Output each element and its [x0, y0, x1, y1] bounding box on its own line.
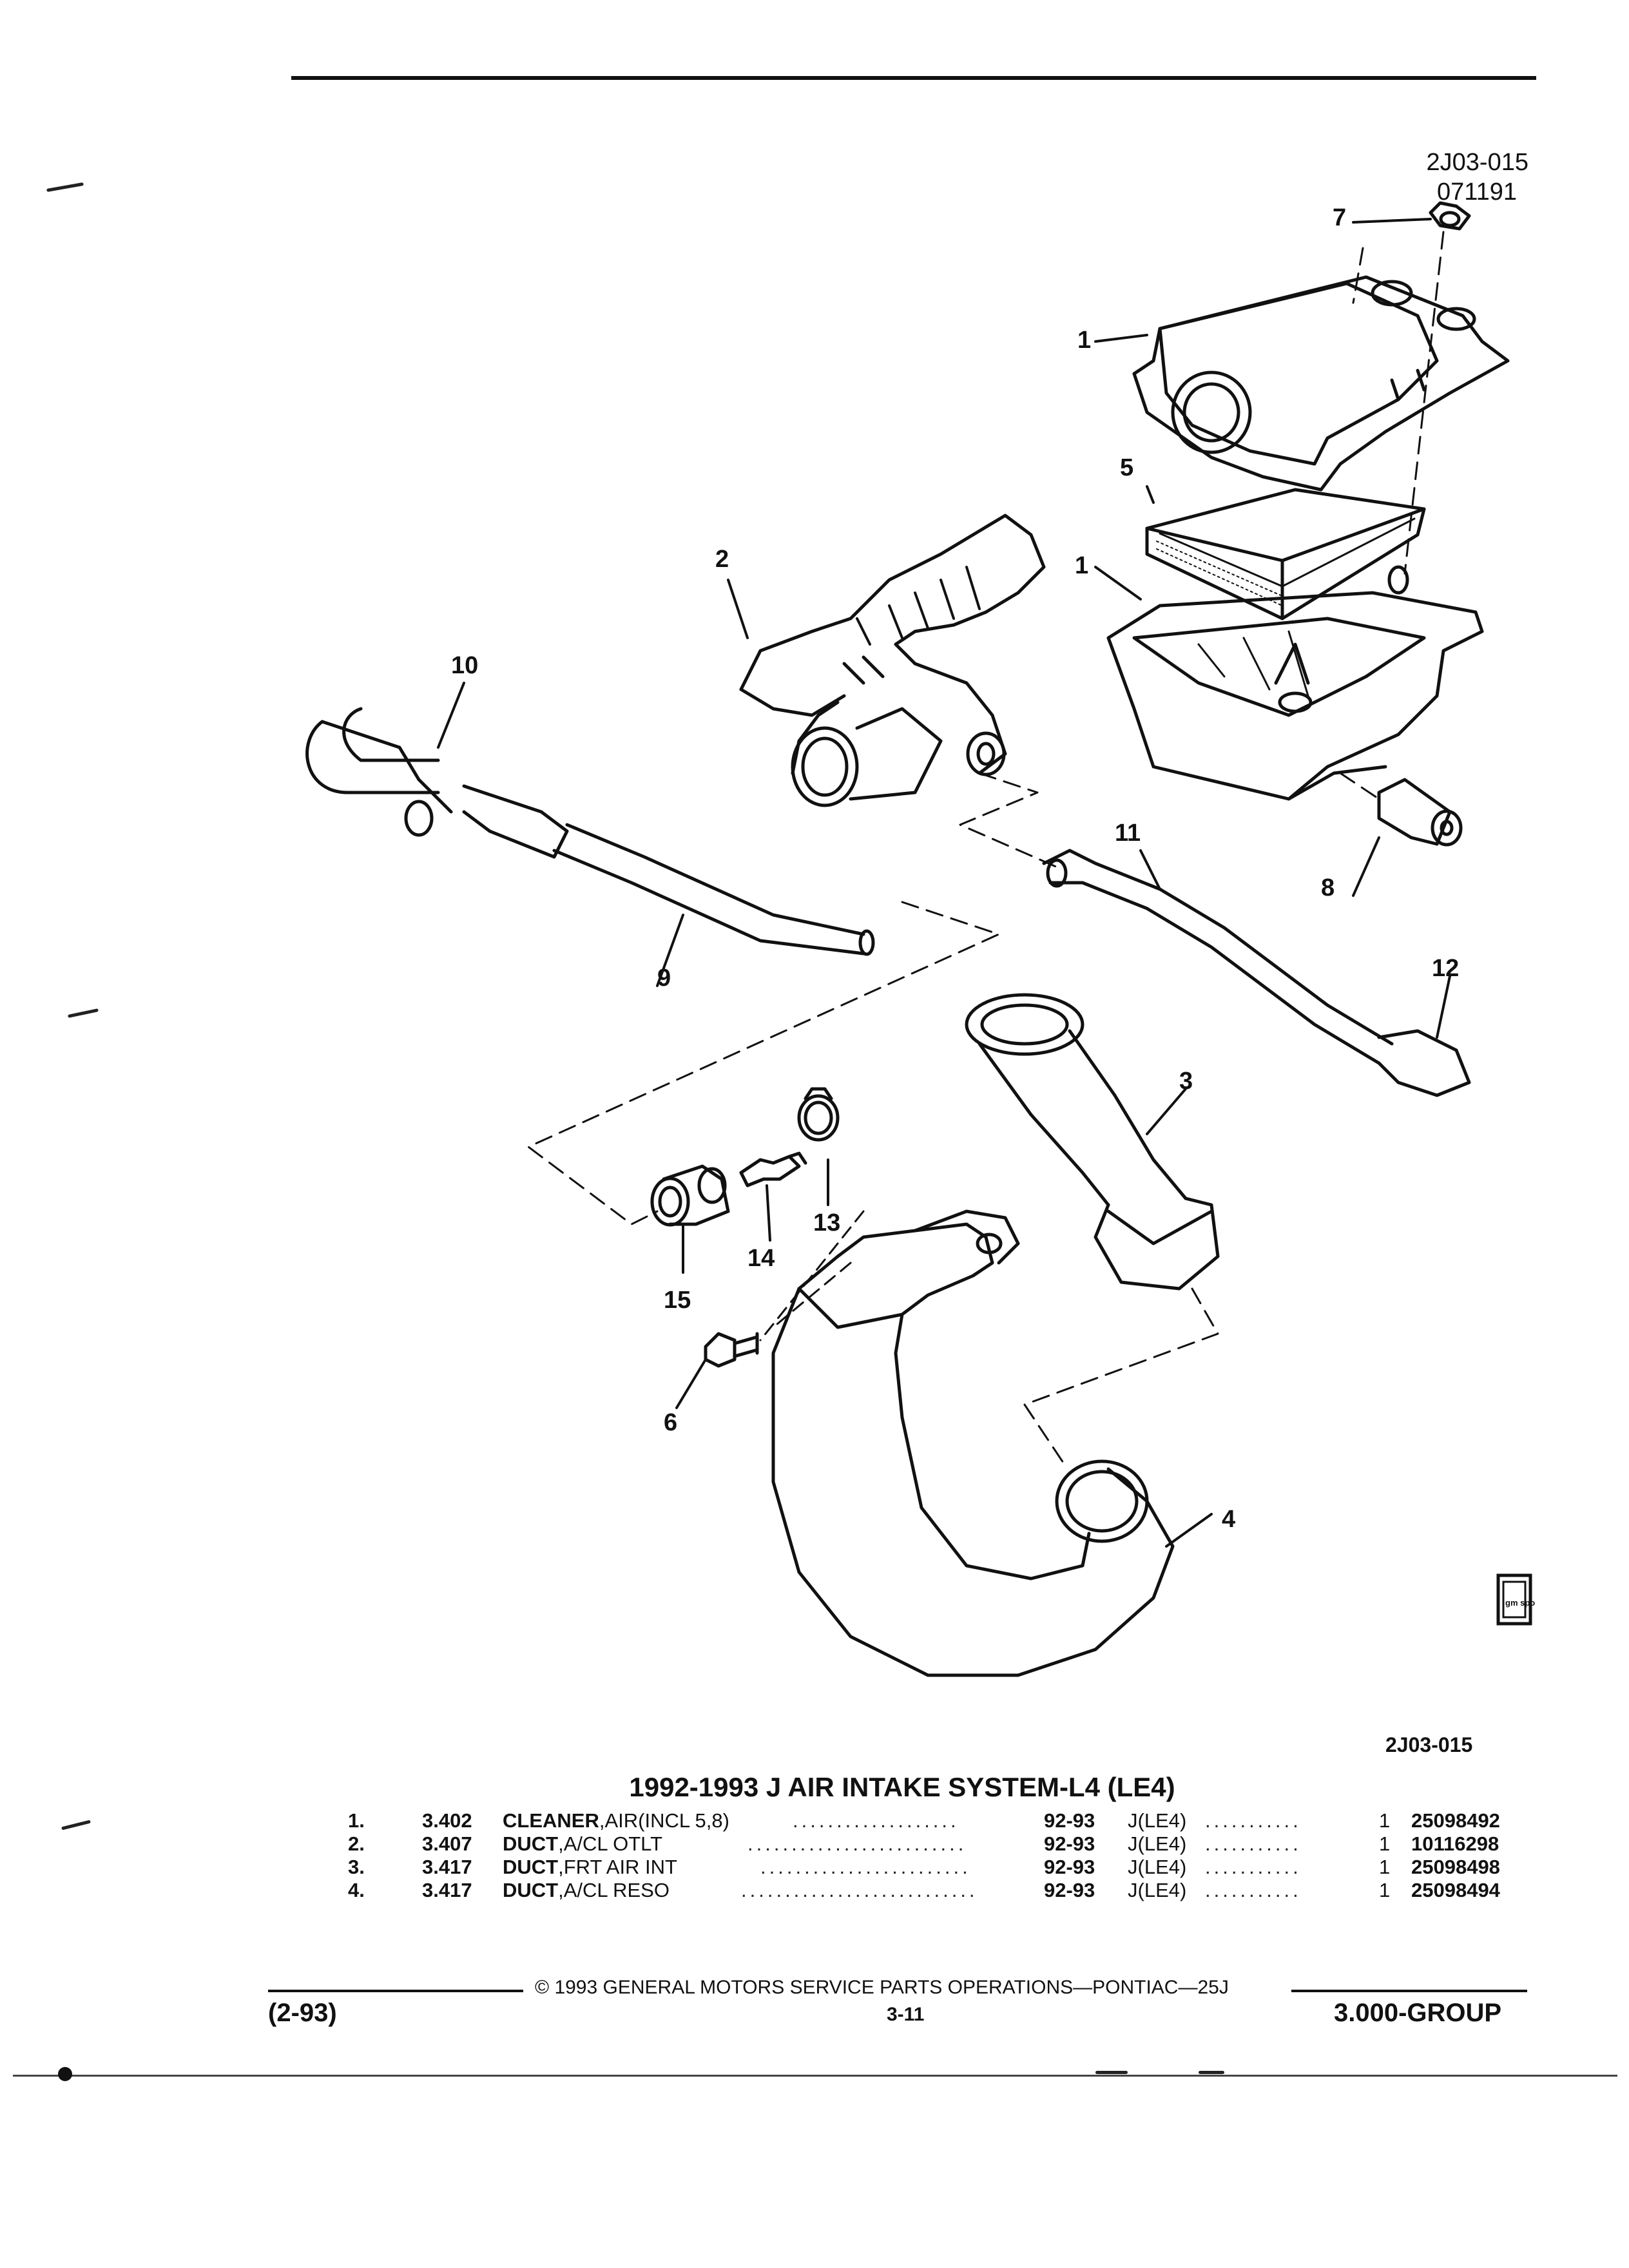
bolt	[704, 1332, 759, 1368]
margin-mark	[1095, 2071, 1128, 2074]
gm-spo-logo: gm spo	[1496, 1573, 1535, 1626]
bottom-rule	[13, 2075, 1617, 2077]
callout-11: 11	[1115, 820, 1141, 847]
quantity: 1	[1379, 1856, 1391, 1878]
callout-6: 6	[664, 1409, 677, 1436]
callout-9: 9	[657, 965, 671, 992]
page-number: 3-11	[887, 2004, 925, 2025]
footer-rule-right	[1291, 1990, 1527, 1992]
filter-element	[1145, 488, 1426, 620]
wing-nut	[1429, 201, 1471, 231]
parts-row: 3. 3.417 DUCT,FRT AIR INT ..............…	[348, 1856, 1500, 1878]
date-code: (2-93)	[268, 1999, 337, 2027]
parts-row: 2. 3.407 DUCT,A/CL OTLT ................…	[348, 1832, 1499, 1855]
part-name: DUCT,A/CL RESO	[503, 1879, 670, 1901]
callout-8: 8	[1321, 874, 1335, 901]
callout-12: 12	[1432, 955, 1459, 982]
air-cleaner-housing	[1106, 565, 1484, 801]
parts-list: 1. 3.402 CLEANER,AIR(INCL 5,8) .........…	[348, 1809, 1534, 1902]
item-number: 3.	[348, 1856, 365, 1878]
callout-4: 4	[1222, 1506, 1235, 1533]
model: J(LE4)	[1128, 1809, 1187, 1832]
years: 92-93	[1044, 1856, 1095, 1878]
parts-row: 1. 3.402 CLEANER,AIR(INCL 5,8) .........…	[348, 1809, 1500, 1832]
vent-tube	[1042, 849, 1471, 1097]
margin-dot	[58, 2067, 72, 2081]
front-intake-duct	[965, 993, 1220, 1291]
logo-text: gm spo	[1505, 1598, 1535, 1608]
callout-7: 7	[1333, 204, 1346, 231]
grommet	[1377, 778, 1463, 847]
quantity: 1	[1379, 1809, 1391, 1832]
outlet-duct	[739, 514, 1046, 807]
margin-mark	[61, 1820, 91, 1831]
years: 92-93	[1044, 1879, 1095, 1901]
air-cleaner-cover	[1132, 275, 1510, 492]
assembly-lines	[527, 231, 1445, 1464]
drawing-ref-bottom: 2J03-015	[1385, 1733, 1473, 1756]
section-title: 1992-1993 J AIR INTAKE SYSTEM-L4 (LE4)	[629, 1772, 1175, 1802]
callout-10: 10	[451, 652, 478, 679]
parts-diagram: 1 1 2 3 4 5 6 7 8 9 10 11 12 13 14 15 gm…	[305, 201, 1535, 1677]
callout-3: 3	[1179, 1068, 1193, 1095]
callout-14: 14	[747, 1245, 775, 1272]
pcv-valve	[739, 1151, 807, 1187]
model: J(LE4)	[1128, 1832, 1187, 1855]
model: J(LE4)	[1128, 1856, 1187, 1878]
hose-connector	[650, 1164, 730, 1227]
breather-hose	[305, 707, 875, 956]
part-number: 25098498	[1411, 1856, 1500, 1878]
parts-row: 4. 3.417 DUCT,A/CL RESO ................…	[348, 1879, 1500, 1901]
part-name: DUCT,A/CL OTLT	[503, 1832, 663, 1855]
item-number: 2.	[348, 1832, 365, 1855]
group-label: 3.000-GROUP	[1334, 1999, 1502, 2027]
years: 92-93	[1044, 1809, 1095, 1832]
part-name: DUCT,FRT AIR INT	[503, 1856, 677, 1878]
item-number: 1.	[348, 1809, 365, 1832]
group-number: 3.407	[422, 1832, 472, 1855]
copyright-line: © 1993 GENERAL MOTORS SERVICE PARTS OPER…	[535, 1977, 1229, 1998]
drawing-date: 071191	[1437, 178, 1517, 206]
leader-lines	[437, 218, 1451, 1548]
years: 92-93	[1044, 1832, 1095, 1855]
footer-rule-left	[268, 1990, 523, 1992]
model: J(LE4)	[1128, 1879, 1187, 1901]
callout-15: 15	[664, 1287, 691, 1314]
part-number: 10116298	[1411, 1832, 1499, 1855]
callout-5: 5	[1120, 454, 1133, 481]
resonator-duct	[771, 1209, 1175, 1677]
hose-clamp	[797, 1087, 840, 1142]
group-number: 3.417	[422, 1879, 472, 1901]
callout-2: 2	[715, 546, 729, 573]
group-number: 3.417	[422, 1856, 472, 1878]
item-number: 4.	[348, 1879, 365, 1901]
quantity: 1	[1379, 1879, 1391, 1901]
part-number: 25098492	[1411, 1809, 1500, 1832]
callout-13: 13	[813, 1209, 840, 1236]
drawing-ref-top: 2J03-015	[1426, 149, 1528, 176]
group-number: 3.402	[422, 1809, 472, 1832]
quantity: 1	[1379, 1832, 1391, 1855]
top-rule	[291, 76, 1536, 80]
part-name: CLEANER,AIR(INCL 5,8)	[503, 1809, 729, 1832]
callout-1-lower: 1	[1075, 552, 1088, 579]
margin-mark	[1199, 2071, 1224, 2074]
callout-1-upper: 1	[1077, 327, 1091, 354]
part-number: 25098494	[1411, 1879, 1500, 1901]
